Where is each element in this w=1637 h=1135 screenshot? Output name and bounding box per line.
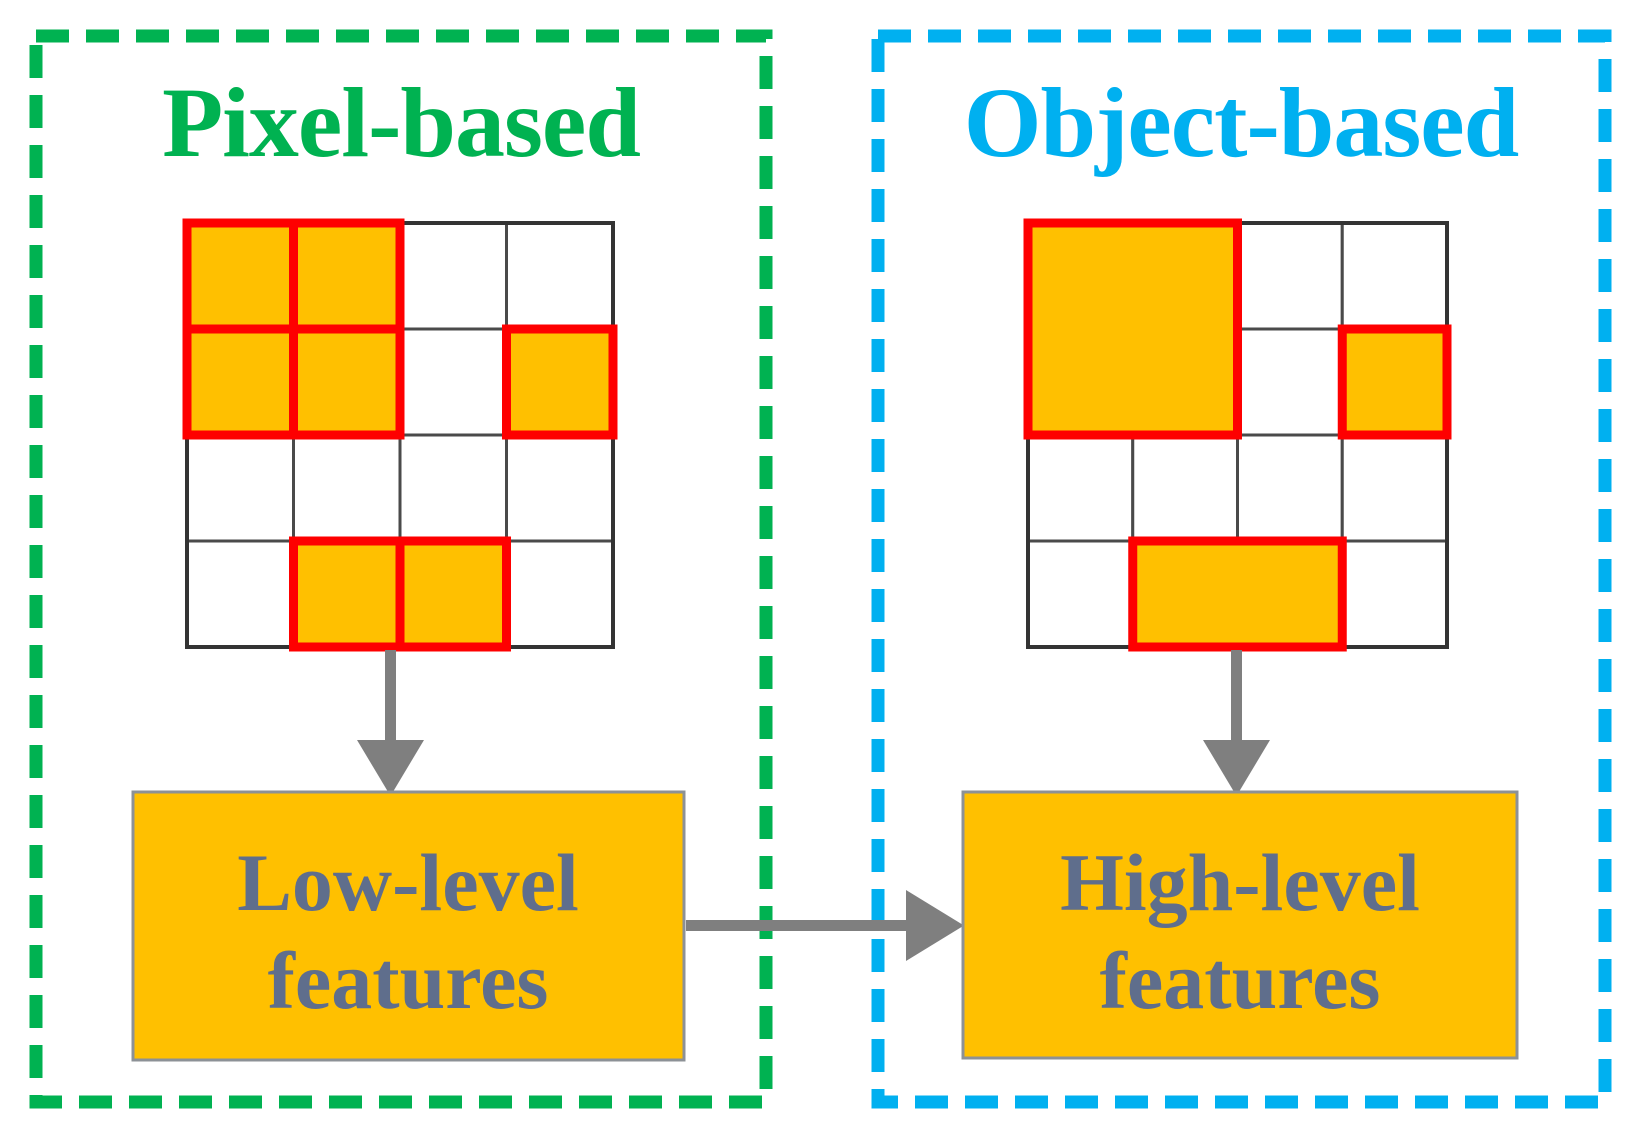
arrow-head [357, 740, 424, 796]
flow-right-arrow-icon [686, 890, 964, 961]
segmented-object-region [1337, 324, 1452, 440]
filled-pixel-cell [502, 324, 618, 440]
filled-pixel-cell [395, 536, 511, 652]
high-level-features-box [961, 790, 1519, 1060]
grid-cell [1026, 539, 1135, 649]
low-level-features-box [131, 790, 686, 1062]
grid-cell [1236, 433, 1344, 543]
low-level-features-label-line2: features [268, 935, 549, 1026]
grid-cell [398, 221, 508, 331]
pixel-panel-frame [29, 29, 773, 1109]
filled-pixel-cell [182, 218, 298, 334]
grid-cell [505, 221, 615, 331]
arrow-shaft [385, 650, 396, 742]
grid-cell [292, 433, 402, 543]
object-panel-title: Object-based [964, 67, 1519, 178]
pixel-down-arrow-icon [357, 650, 424, 796]
filled-pixel-cell [289, 218, 405, 334]
pixel-panel-title: Pixel-based [162, 67, 640, 178]
high-level-features-label-line1: High-level [1060, 837, 1420, 928]
low-level-features-label-line1: Low-level [237, 837, 579, 928]
filled-pixel-cell [289, 324, 405, 440]
filled-pixel-cell [289, 536, 405, 652]
grid-cell [1340, 221, 1449, 331]
grid-cell [1236, 221, 1344, 331]
high-level-features-label-line2: features [1100, 935, 1381, 1026]
grid-cell [505, 433, 615, 543]
object-down-arrow-icon [1203, 650, 1270, 796]
object-panel-frame [871, 29, 1612, 1109]
grid-cell [505, 539, 615, 649]
grid-cell [185, 539, 295, 649]
grid-cell [1340, 433, 1449, 543]
arrow-shaft [686, 920, 910, 931]
grid-cell [1131, 433, 1239, 543]
segmented-object-region [1128, 536, 1347, 652]
arrow-head [1203, 740, 1270, 796]
grid-cell [1236, 327, 1344, 437]
grid-cell [398, 327, 508, 437]
object-grid [1023, 218, 1452, 652]
pixel-grid [182, 218, 618, 652]
grid-cell [185, 433, 295, 543]
grid-cell [1340, 539, 1449, 649]
filled-pixel-cell [182, 324, 298, 440]
arrow-shaft [1231, 650, 1242, 742]
segmented-object-region [1023, 218, 1242, 440]
arrow-head [906, 890, 964, 961]
grid-cell [1026, 433, 1135, 543]
grid-cell [398, 433, 508, 543]
